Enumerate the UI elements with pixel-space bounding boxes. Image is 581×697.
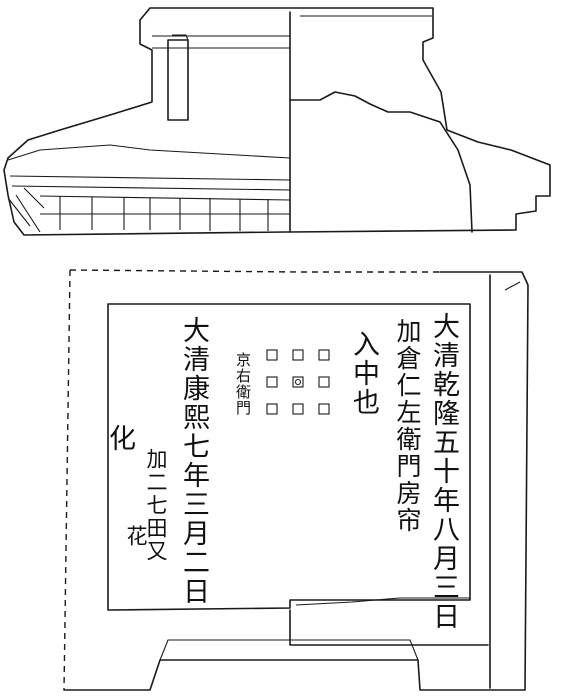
inscription-col6: 加二七田又 bbox=[144, 448, 168, 563]
inscription-col2: 加倉仁左衛門房帘 bbox=[393, 318, 422, 534]
inscription-col3: 入中也 bbox=[348, 330, 379, 417]
inscription-col1: 大清乾隆五十年八月三日 bbox=[428, 312, 459, 631]
inscription-col8: 花 bbox=[124, 525, 148, 548]
inscription-col4: 京右衛門 bbox=[234, 352, 252, 416]
side-elevation-view bbox=[3, 7, 551, 236]
inscription-col7: 化 bbox=[104, 424, 135, 453]
seal-grid bbox=[266, 349, 330, 415]
inscription-col5: 大清康熙七年三月二日 bbox=[178, 316, 209, 606]
plan-view bbox=[63, 269, 529, 691]
